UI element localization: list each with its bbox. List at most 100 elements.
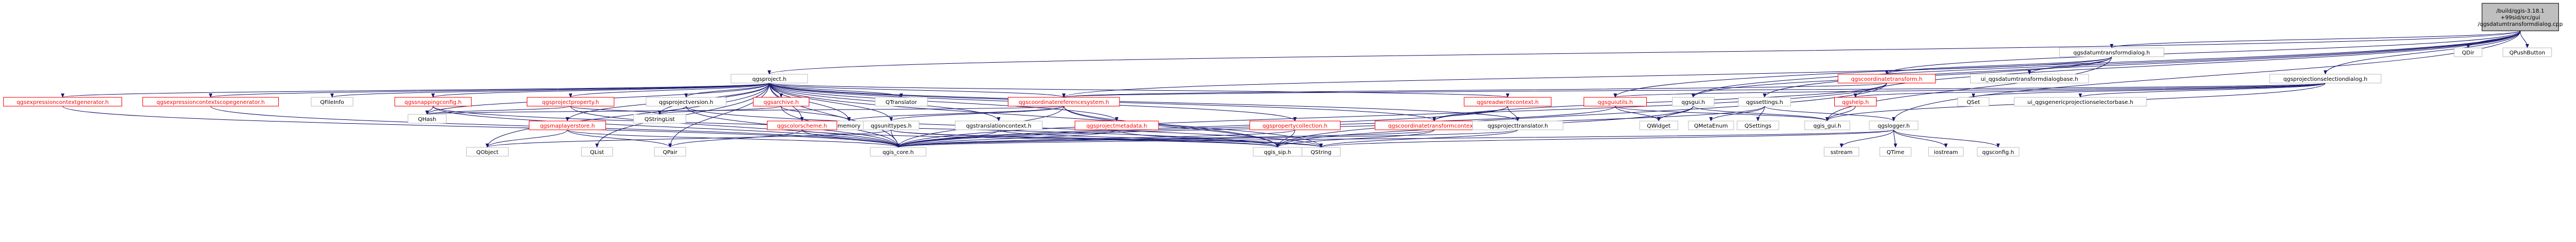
- edge-root-to-guiutils: [1615, 30, 2521, 98]
- node-label: qgsprojectionselectiondialog.h: [2283, 76, 2368, 82]
- node-box: [1823, 147, 1860, 157]
- node-label: qgsproject.h: [752, 76, 786, 82]
- node-projsel[interactable]: qgsprojectionselectiondialog.h: [2269, 74, 2381, 84]
- node-readwrite[interactable]: qgsreadwritecontext.h: [1464, 97, 1552, 107]
- node-qsettings[interactable]: QSettings: [1736, 120, 1779, 130]
- node-box: [1928, 147, 1964, 157]
- edge-translctx-to-qgscore: [898, 129, 999, 148]
- node-qgsgui[interactable]: qgsgui.h: [1672, 97, 1714, 107]
- node-qgslogger[interactable]: qgslogger.h: [1869, 120, 1918, 130]
- node-box: [1970, 74, 2089, 84]
- node-qobject[interactable]: QObject: [466, 147, 509, 157]
- node-dtdlg[interactable]: qgsdatumtransformdialog.h: [2059, 47, 2164, 57]
- edge-archive-to-memory: [781, 106, 849, 122]
- node-projtrans[interactable]: qgsprojecttranslator.h: [1472, 120, 1564, 130]
- node-label: qgsgui.h: [1681, 100, 1705, 106]
- node-exprscope[interactable]: qgsexpressioncontextscopegenerator.h: [142, 97, 279, 107]
- node-qtranslator[interactable]: QTranslator: [875, 97, 928, 107]
- node-label: QPushButton: [2509, 50, 2545, 56]
- node-snapcfg[interactable]: qgssnappingconfig.h: [394, 97, 472, 107]
- edge-propcoll-to-qgscore: [898, 129, 1295, 148]
- node-uidt[interactable]: ui_qgsdatumtransformdialogbase.h: [1970, 74, 2089, 84]
- edge-dtdlg-to-uidt: [2029, 56, 2112, 75]
- node-box: [394, 97, 472, 107]
- node-archive[interactable]: qgsarchive.h: [753, 97, 809, 107]
- node-label: QStringList: [644, 117, 675, 123]
- node-qmetaenum[interactable]: QMetaEnum: [1688, 120, 1734, 130]
- node-translctx[interactable]: qgstranslationcontext.h: [955, 120, 1043, 130]
- node-box: [1977, 147, 2020, 157]
- edge-root-to-dtdlg: [2111, 30, 2521, 48]
- node-qdir[interactable]: QDir: [2453, 47, 2483, 57]
- node-uigeneric[interactable]: ui_qgsgenericprojectionselectorbase.h: [2014, 97, 2147, 107]
- edge-dtdlg-to-ctr: [1887, 56, 2112, 75]
- node-sstream[interactable]: sstream: [1823, 147, 1860, 157]
- edge-root-to-settings: [1764, 30, 2521, 97]
- node-qpush[interactable]: QPushButton: [2502, 47, 2552, 57]
- node-box: [1957, 97, 1990, 107]
- node-propcoll[interactable]: qgspropertycollection.h: [1249, 120, 1341, 130]
- node-box: [142, 97, 279, 107]
- edge-projsel-to-crs: [1064, 82, 2326, 97]
- edge-root-to-project: [769, 30, 2521, 75]
- node-qstringlist[interactable]: QStringList: [633, 114, 686, 124]
- node-settings[interactable]: qgssettings.h: [1738, 97, 1791, 107]
- node-unittypes[interactable]: qgsunittypes.h: [863, 120, 919, 130]
- node-label: qgssettings.h: [1746, 100, 1783, 106]
- node-box: [633, 114, 686, 124]
- node-projmeta[interactable]: qgsprojectmetadata.h: [1074, 120, 1159, 130]
- node-projver[interactable]: qgsprojectversion.h: [646, 97, 727, 107]
- node-project[interactable]: qgsproject.h: [731, 74, 808, 84]
- node-guiutils[interactable]: qgsguiutils.h: [1584, 97, 1647, 107]
- node-label: qgsmaplayerstore.h: [540, 123, 595, 129]
- node-colorscheme[interactable]: qgscolorscheme.h: [766, 120, 837, 130]
- node-label: iostream: [1934, 150, 1958, 156]
- node-crs[interactable]: qgscoordinatereferencesystem.h: [1007, 97, 1120, 107]
- node-qgsconfig[interactable]: qgsconfig.h: [1977, 147, 2020, 157]
- node-maplayerstore[interactable]: qgsmaplayerstore.h: [528, 120, 606, 130]
- node-box: [2453, 47, 2483, 57]
- edge-settings-to-qmetaenum: [1711, 106, 1765, 122]
- node-box: [1834, 97, 1877, 107]
- node-ctr[interactable]: qgscoordinatetransform.h: [1838, 74, 1936, 84]
- edge-settings-to-qgslogger: [1764, 106, 1894, 122]
- node-exprgen[interactable]: qgsexpressioncontextgenerator.h: [3, 97, 123, 107]
- node-label: qgscoordinatereferencesystem.h: [1018, 100, 1109, 106]
- node-qtime[interactable]: QTime: [1879, 147, 1912, 157]
- node-label: qgscolorscheme.h: [777, 123, 827, 129]
- node-qlist[interactable]: QList: [581, 147, 613, 157]
- node-qstring[interactable]: QString: [1301, 147, 1341, 157]
- node-label: qgsprojectmetadata.h: [1086, 123, 1148, 129]
- node-projprop[interactable]: qgsprojectproperty.h: [527, 97, 615, 107]
- node-label: QSet: [1967, 100, 1980, 106]
- node-qgsguih[interactable]: qgis_gui.h: [1804, 120, 1850, 130]
- node-qgscore[interactable]: qgis_core.h: [870, 147, 926, 157]
- node-box: [955, 120, 1043, 130]
- node-iostream[interactable]: iostream: [1928, 147, 1964, 157]
- node-box: [1879, 147, 1912, 157]
- node-label: qgsdatumtransformdialog.h: [2073, 50, 2150, 56]
- node-help[interactable]: qgshelp.h: [1834, 97, 1877, 107]
- node-qset[interactable]: QSet: [1957, 97, 1990, 107]
- node-qpair[interactable]: QPair: [654, 147, 686, 157]
- node-label: ui_qgsdatumtransformdialogbase.h: [1981, 76, 2078, 82]
- node-root[interactable]: /build/qgis-3.18.1+99sid/src/gui/qgsdatu…: [2478, 3, 2563, 31]
- node-box: [654, 147, 686, 157]
- node-label: qgsexpressioncontextgenerator.h: [16, 100, 109, 106]
- node-label: qgsreadwritecontext.h: [1477, 100, 1539, 106]
- edge-ctr-to-crs: [1064, 82, 1887, 98]
- node-box: [581, 147, 613, 157]
- edge-qgslogger-to-sstream: [1841, 129, 1894, 148]
- node-box: [731, 74, 808, 84]
- node-qhash[interactable]: QHash: [407, 114, 447, 124]
- node-qfileinfo[interactable]: QFileInfo: [311, 97, 354, 107]
- node-box: [2269, 74, 2381, 84]
- node-qgssip[interactable]: qgis_sip.h: [1253, 147, 1303, 157]
- edge-root-to-projsel: [2325, 30, 2521, 75]
- edge-projsel-to-qset: [1973, 82, 2326, 98]
- node-label: qgsconfig.h: [1982, 150, 2014, 156]
- edge-project-to-qobject: [487, 82, 770, 147]
- node-box: [875, 97, 928, 107]
- node-qwidget[interactable]: QWidget: [1639, 120, 1679, 130]
